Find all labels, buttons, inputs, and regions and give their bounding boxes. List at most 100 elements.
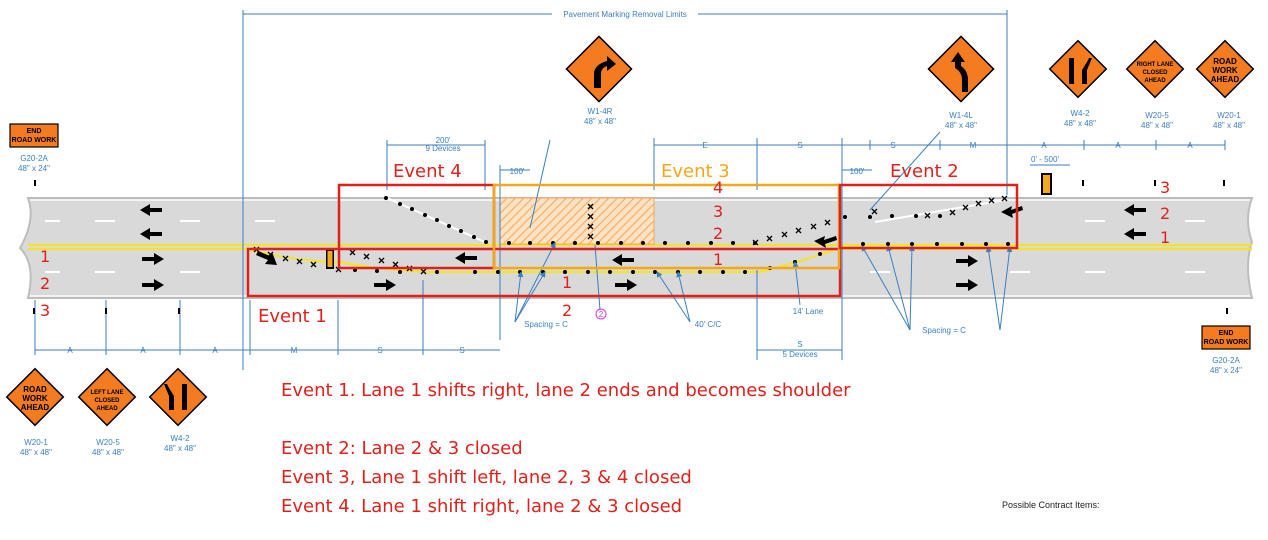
svg-text:CLOSED: CLOSED	[1142, 70, 1168, 76]
dim-m-top: M	[970, 141, 977, 150]
dim-a-bottom-3: A	[212, 346, 218, 355]
arrow-right-icon	[142, 279, 164, 291]
lane-right-1: 1	[1160, 228, 1170, 247]
svg-text:G20-2A: G20-2A	[20, 154, 48, 163]
arrow-left-icon	[612, 254, 634, 266]
note-event4: Event 4. Lane 1 shift right, lane 2 & 3 …	[281, 496, 683, 517]
dim-s-bottom-2: S	[459, 346, 464, 355]
sign-w1-4l: W1-4L 48" x 48"	[927, 35, 995, 130]
svg-text:48" x 48": 48" x 48"	[1213, 121, 1245, 130]
arrow-right-icon	[256, 251, 277, 265]
dim-a-top-3: A	[1187, 141, 1193, 150]
lane-center-2: 2	[562, 301, 572, 320]
note-event2: Event 2: Lane 2 & 3 closed	[281, 438, 523, 459]
contract-items-heading: Possible Contract Items:	[1002, 500, 1100, 510]
callout-circle-icon	[595, 308, 607, 320]
svg-text:48" x 48": 48" x 48"	[1064, 119, 1096, 128]
svg-text:48" x 48": 48" x 48"	[92, 448, 124, 457]
svg-text:WORK: WORK	[1212, 66, 1238, 75]
spacing-c-right: Spacing = C	[922, 326, 966, 335]
sign-g20-2a-left: END ROAD WORK G20-2A 48" x 24"	[9, 123, 59, 173]
sign-posts	[33, 180, 1228, 314]
dim-m-bottom: M	[291, 346, 298, 355]
dim-9-devices: 9 Devices	[425, 144, 460, 153]
arrow-left-icon	[1124, 204, 1146, 216]
svg-text:48" x 48": 48" x 48"	[164, 444, 196, 453]
svg-text:48" x 24": 48" x 24"	[18, 164, 50, 173]
svg-text:W20-5: W20-5	[96, 438, 120, 447]
svg-text:ROAD WORK: ROAD WORK	[12, 137, 57, 144]
svg-text:48" x 48": 48" x 48"	[945, 121, 977, 130]
lane-right-3: 3	[1160, 178, 1170, 197]
svg-text:AHEAD: AHEAD	[21, 403, 50, 412]
svg-text:AHEAD: AHEAD	[1144, 78, 1166, 84]
arrow-left-icon	[140, 228, 162, 240]
lane-event3-3: 3	[713, 202, 723, 221]
svg-text:WORK: WORK	[22, 394, 48, 403]
sign-w20-5-top: RIGHT LANE CLOSED AHEAD W20-5 48" x 48"	[1125, 39, 1185, 130]
svg-text:W1-4L: W1-4L	[949, 111, 973, 120]
lane-ends-icon	[1069, 58, 1092, 84]
dim-e: E	[702, 141, 707, 150]
event1-box	[246, 247, 842, 298]
event1-label: Event 1	[258, 306, 327, 327]
svg-text:48" x 48": 48" x 48"	[20, 448, 52, 457]
sign-g20-2a-right: END ROAD WORK G20-2A 48" x 24"	[1201, 325, 1251, 375]
svg-text:AHEAD: AHEAD	[96, 406, 118, 412]
svg-text:ROAD WORK: ROAD WORK	[1204, 339, 1249, 346]
note-event3: Event 3, Lane 1 shift left, lane 2, 3 & …	[281, 467, 692, 488]
lane-event3-2: 2	[713, 224, 723, 243]
event2-box	[838, 183, 1019, 250]
arrow-right-icon	[374, 279, 396, 291]
svg-text:ROAD: ROAD	[23, 385, 47, 394]
sign-w20-1-top: ROAD WORK AHEAD W20-1 48" x 48"	[1195, 39, 1255, 130]
arrow-left-icon	[140, 204, 162, 216]
dim-200: 200'	[436, 136, 451, 145]
lane-event3-1: 1	[713, 250, 723, 269]
dim-5-devices: 5 Devices	[782, 350, 817, 359]
traffic-arrows	[140, 204, 1146, 291]
arrow-left-icon	[1124, 228, 1146, 240]
svg-text:CLOSED: CLOSED	[94, 398, 120, 404]
sign-w4-2-bottom: W4-2 48" x 48"	[148, 367, 208, 453]
sign-w20-1-bottom: ROAD WORK AHEAD W20-1 48" x 48"	[5, 367, 65, 457]
lane-center-1: 1	[562, 273, 572, 292]
lane-left-1: 1	[40, 247, 50, 266]
arrow-right-icon	[956, 255, 978, 267]
svg-text:48" x 24": 48" x 24"	[1210, 366, 1242, 375]
removal-limits-label: Pavement Marking Removal Limits	[563, 10, 687, 19]
lane-14-label: 14' Lane	[793, 307, 824, 316]
svg-text:W4-2: W4-2	[170, 434, 190, 443]
svg-text:W1-4R: W1-4R	[588, 107, 613, 116]
arrow-left-icon	[814, 236, 837, 248]
svg-text:48" x 48": 48" x 48"	[584, 117, 616, 126]
lane-left-3: 3	[40, 301, 50, 320]
arrow-right-icon	[142, 253, 164, 265]
dim-0-500: 0' - 500'	[1031, 155, 1059, 164]
svg-text:W20-1: W20-1	[1217, 111, 1241, 120]
dim-100-right: 100'	[850, 167, 865, 176]
dim-s-top-1: S	[797, 141, 802, 150]
svg-text:ROAD: ROAD	[1213, 57, 1237, 66]
svg-text:G20-2A: G20-2A	[1212, 356, 1240, 365]
event-notes: Event 1. Lane 1 shifts right, lane 2 end…	[281, 376, 851, 521]
curve-right-icon	[594, 56, 616, 88]
lane-right-2: 2	[1160, 204, 1170, 223]
svg-text:W20-5: W20-5	[1145, 111, 1169, 120]
svg-text:W4-2: W4-2	[1070, 109, 1090, 118]
lane-left-2: 2	[40, 274, 50, 293]
svg-text:AHEAD: AHEAD	[1211, 75, 1240, 84]
dim-a-top-1: A	[1041, 141, 1047, 150]
svg-text:LEFT LANE: LEFT LANE	[91, 390, 124, 396]
event4-label: Event 4	[393, 161, 462, 182]
spacing-40cc: 40' C/C	[695, 320, 722, 329]
lane-ends-icon	[164, 384, 187, 410]
arrow-right-icon	[615, 279, 637, 291]
dim-s-top-2: S	[890, 141, 895, 150]
note-event1: Event 1. Lane 1 shifts right, lane 2 end…	[281, 380, 851, 401]
svg-text:RIGHT LANE: RIGHT LANE	[1137, 62, 1174, 68]
dim-s-bottom-1: S	[377, 346, 382, 355]
arrow-board-icon	[326, 249, 334, 269]
svg-text:W20-1: W20-1	[24, 438, 48, 447]
